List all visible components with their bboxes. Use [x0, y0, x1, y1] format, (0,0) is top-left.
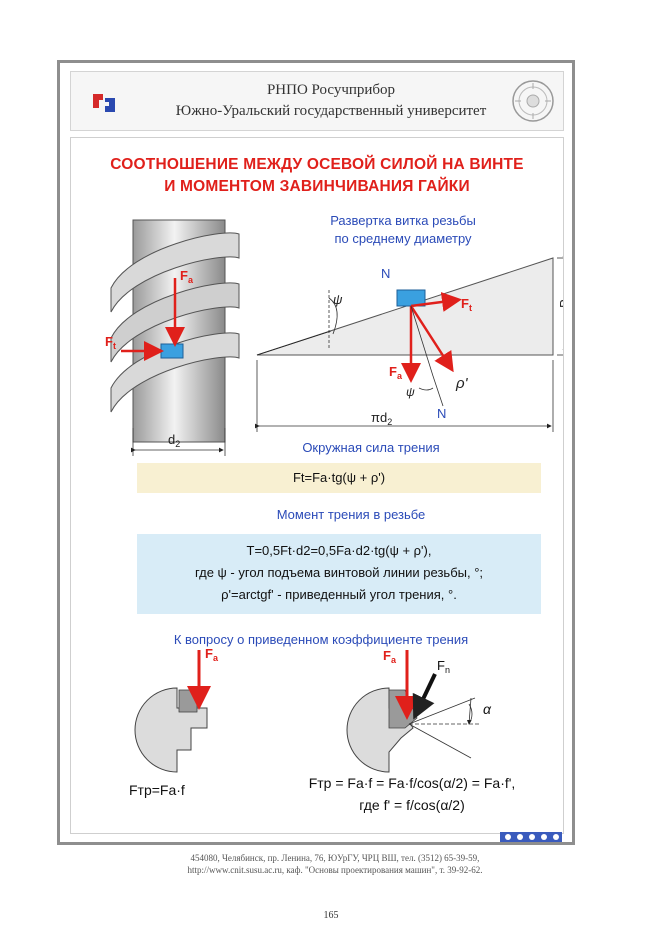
right-formula-line-1: Fтр = Fa·f = Fa·f/cos(α/2) = Fa·f',: [308, 775, 516, 791]
screw-d2-label: d2: [168, 432, 180, 449]
title-line-1: СООТНОШЕНИЕ МЕЖДУ ОСЕВОЙ СИЛОЙ НА ВИНТЕ: [110, 156, 524, 173]
header-org: РНПО Росучприбор: [266, 82, 396, 98]
title-line-2: И МОМЕНТОМ ЗАВИНЧИВАНИЯ ГАЙКИ: [164, 178, 470, 195]
unroll-caption-line-2: по среднему диаметру: [334, 231, 472, 246]
unroll-ft-arrow: [410, 292, 462, 312]
friction-force-formula-box: Ft=Fa·tg(ψ + ρ'): [137, 463, 541, 493]
poster-sheet: РНПО Росучприбор Южно-Уральский государс…: [57, 60, 575, 845]
unroll-resultant-arrow: [409, 305, 454, 373]
page-number: 165: [323, 910, 339, 921]
screw-fa-label: Fa: [180, 268, 194, 285]
unroll-ft-label: Ft: [461, 296, 472, 313]
footer-contacts: 454080, Челябинск, пр. Ленина, 76, ЮУрГУ…: [145, 852, 525, 876]
footer-address: 454080, Челябинск, пр. Ленина, 76, ЮУрГУ…: [190, 853, 480, 863]
unroll-caption-line-1: Развертка витка резьбы: [330, 213, 476, 228]
inclined-fn-arrow: [412, 673, 437, 720]
unroll-drawing: N ψ Ft Fa ψ ρ' N Ph πd2: [255, 256, 563, 432]
footer-website: http://www.cnit.susu.ac.ru, каф. "Основы…: [187, 865, 483, 875]
moment-formula-line-2: где ψ - угол подъема винтовой линии резь…: [194, 565, 484, 580]
moment-formula-line-3: ρ'=arctgf' - приведенный угол трения, °.: [221, 587, 457, 602]
rnpo-logo-icon: [93, 94, 115, 112]
flat-fa-label: Fa: [205, 646, 219, 663]
left-friction-formula: Fтр=Fa·f: [129, 782, 185, 798]
inclined-fa-label: Fa: [383, 648, 397, 665]
inclined-alpha-label: α: [483, 701, 492, 717]
section-heading-friction-force: Окружная сила трения: [302, 440, 440, 455]
right-friction-formula: Fтр = Fa·f = Fa·f/cos(α/2) = Fa·f', где …: [267, 772, 557, 816]
screw-drawing: Fa Ft d2: [105, 219, 240, 456]
friction-force-formula: Ft=Fa·tg(ψ + ρ'): [292, 470, 386, 485]
unroll-pid2-label: πd2: [371, 410, 392, 427]
header-text: РНПО Росучприбор Южно-Уральский государс…: [141, 80, 521, 122]
right-formula-line-2: где f' = f/cos(α/2): [359, 797, 465, 813]
screw-ft-label: Ft: [105, 334, 116, 351]
thread-moment-formula-box: T=0,5Ft·d2=0,5Fa·d2·tg(ψ + ρ'), где ψ - …: [137, 534, 541, 614]
screw-nut-block: [160, 343, 184, 359]
publisher-mark-icon: [500, 832, 562, 842]
header: РНПО Росучприбор Южно-Уральский государс…: [70, 71, 564, 131]
content-panel: СООТНОШЕНИЕ МЕЖДУ ОСЕВОЙ СИЛОЙ НА ВИНТЕ …: [70, 137, 564, 834]
moment-formula-line-1: T=0,5Ft·d2=0,5Fa·d2·tg(ψ + ρ'),: [246, 543, 432, 558]
header-university: Южно-Уральский государственный университ…: [175, 103, 487, 119]
unroll-psi-label: ψ: [333, 292, 343, 307]
poster-title: СООТНОШЕНИЕ МЕЖДУ ОСЕВОЙ СИЛОЙ НА ВИНТЕ …: [71, 154, 563, 198]
unroll-rho-label: ρ': [455, 375, 469, 392]
mechanics-diagram: Fa Ft d2: [105, 219, 563, 773]
unroll-n-bottom-label: N: [437, 406, 446, 421]
section-heading-thread-moment: Момент трения в резьбе: [276, 507, 426, 522]
inclined-fn-label: Fn: [437, 658, 450, 675]
inclined-friction-drawing: Fa Fn α: [346, 648, 492, 773]
unroll-psi2-label: ψ: [406, 385, 415, 399]
unroll-caption: Развертка витка резьбы по среднему диаме…: [293, 212, 513, 248]
unroll-n-top-label: N: [381, 266, 390, 281]
university-seal-icon: [512, 80, 554, 122]
unroll-ph-label: Ph: [557, 294, 563, 308]
unroll-fa-label: Fa: [389, 364, 403, 381]
flat-friction-drawing: Fa: [134, 646, 219, 773]
section-heading-reduced-friction: К вопросу о приведенном коэффициенте тре…: [173, 632, 469, 647]
